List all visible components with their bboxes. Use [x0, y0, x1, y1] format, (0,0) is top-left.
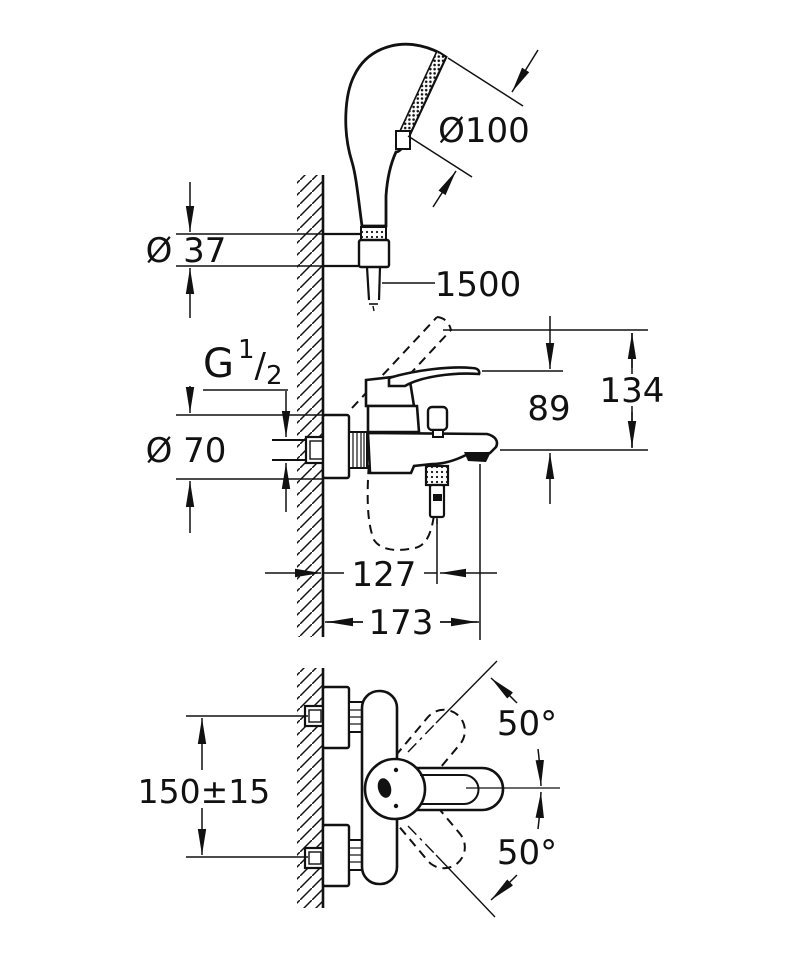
- cartridge-lower: [366, 404, 421, 434]
- dim-label: Ø 37: [146, 231, 227, 271]
- connection-nut: [348, 431, 368, 469]
- dim-holder-diameter: Ø 37: [146, 182, 322, 318]
- dim-connection-distance: 150±15: [138, 715, 308, 858]
- ext-line: [407, 135, 473, 178]
- dim-escutcheon-diameter: Ø 70: [146, 386, 322, 533]
- pivot-dot-top: [393, 767, 399, 773]
- dim-arrow-upper: [511, 49, 539, 93]
- dim-label-50-down: 50°: [497, 833, 557, 873]
- arc-arrow-lower-center: [535, 791, 544, 830]
- dim-label-50-up: 50°: [497, 704, 557, 744]
- diverter-knob: [426, 405, 449, 438]
- pivot-dot-bottom: [393, 803, 399, 809]
- aerator: [464, 452, 491, 462]
- dim-label: Ø100: [438, 111, 530, 151]
- dim-label-173: 173: [369, 603, 434, 643]
- lever-inner-outline: [420, 774, 480, 805]
- shower-holder: [357, 238, 391, 269]
- dim-heights: 89 134: [443, 316, 664, 504]
- lever-handle: [387, 366, 481, 388]
- mixer-top-view: [303, 660, 560, 918]
- dim-depths: 127 173: [265, 464, 497, 643]
- dim-arrow-lower: [432, 170, 457, 208]
- mixer-side-view: [272, 316, 499, 551]
- union-top: [303, 685, 364, 750]
- dim-swing-angles: 50° 50°: [490, 677, 557, 901]
- hose-hanging-dashed: [366, 449, 437, 551]
- union-bottom: [303, 823, 364, 888]
- dim-label: 1500: [435, 265, 522, 305]
- dim-label-89: 89: [527, 389, 570, 429]
- shower-handle-knurl-ring: [360, 226, 387, 241]
- centerline-diagonals: [407, 660, 498, 918]
- arc-arrow-upper-end: [490, 677, 518, 704]
- escutcheon: [321, 413, 351, 480]
- lever-pivot: [363, 757, 427, 821]
- arc-arrow-lower-end: [490, 874, 518, 901]
- arc-arrow-upper-center: [535, 748, 544, 787]
- shower-outlet: [424, 464, 450, 524]
- dim-label-127: 127: [352, 555, 417, 595]
- dim-label: 150±15: [138, 772, 271, 811]
- dim-head-diameter: Ø100: [407, 49, 539, 208]
- dim-label: Ø 70: [146, 431, 227, 471]
- shower-hose-stub: [365, 266, 382, 312]
- dim-hose-length: 1500: [382, 265, 521, 305]
- dim-label-134: 134: [600, 371, 665, 411]
- ext-line: [447, 57, 524, 107]
- shower-face-button: [395, 130, 411, 150]
- hand-shower: [323, 42, 448, 312]
- wall-section-upper: [297, 175, 325, 637]
- lever-thumb-recess: [377, 778, 392, 798]
- shower-holder-arm: [323, 232, 360, 268]
- wall-section-lower: [297, 668, 325, 908]
